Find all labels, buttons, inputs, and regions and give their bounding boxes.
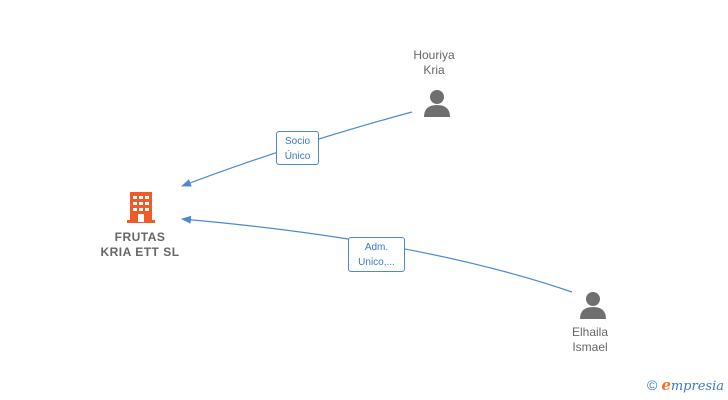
person-name-line1: Houriya — [413, 48, 455, 62]
relation-line2: Unico,... — [358, 257, 395, 268]
person-name-line1: Elhaila — [571, 325, 609, 339]
person-name-elhaila[interactable]: Elhaila Ismael — [550, 325, 630, 355]
building-icon[interactable] — [126, 190, 158, 224]
person-name-line2: Kria — [423, 63, 445, 77]
brand-logo: empresia — [661, 376, 724, 394]
brand-initial: e — [661, 376, 671, 394]
brand-name: mpresia — [670, 379, 724, 394]
copyright-icon: © — [646, 377, 658, 393]
relation-line1: Adm. — [364, 242, 389, 253]
person-icon[interactable] — [578, 290, 608, 320]
relation-line1: Socio — [284, 136, 310, 147]
company-name-line2: KRIA ETT SL — [100, 245, 180, 259]
relation-label-adm-unico[interactable]: Adm. Unico,... — [348, 237, 405, 272]
person-name-line2: Ismael — [572, 340, 608, 354]
footer-brand[interactable]: © empresia — [647, 376, 724, 394]
person-icon[interactable] — [422, 88, 452, 118]
relation-line2: Único — [284, 151, 311, 162]
person-name-houriya[interactable]: Houriya Kria — [394, 48, 474, 78]
company-name-line1: FRUTAS — [114, 230, 166, 244]
company-name[interactable]: FRUTAS KRIA ETT SL — [80, 230, 200, 260]
relation-label-socio-unico[interactable]: Socio Único — [276, 131, 319, 165]
